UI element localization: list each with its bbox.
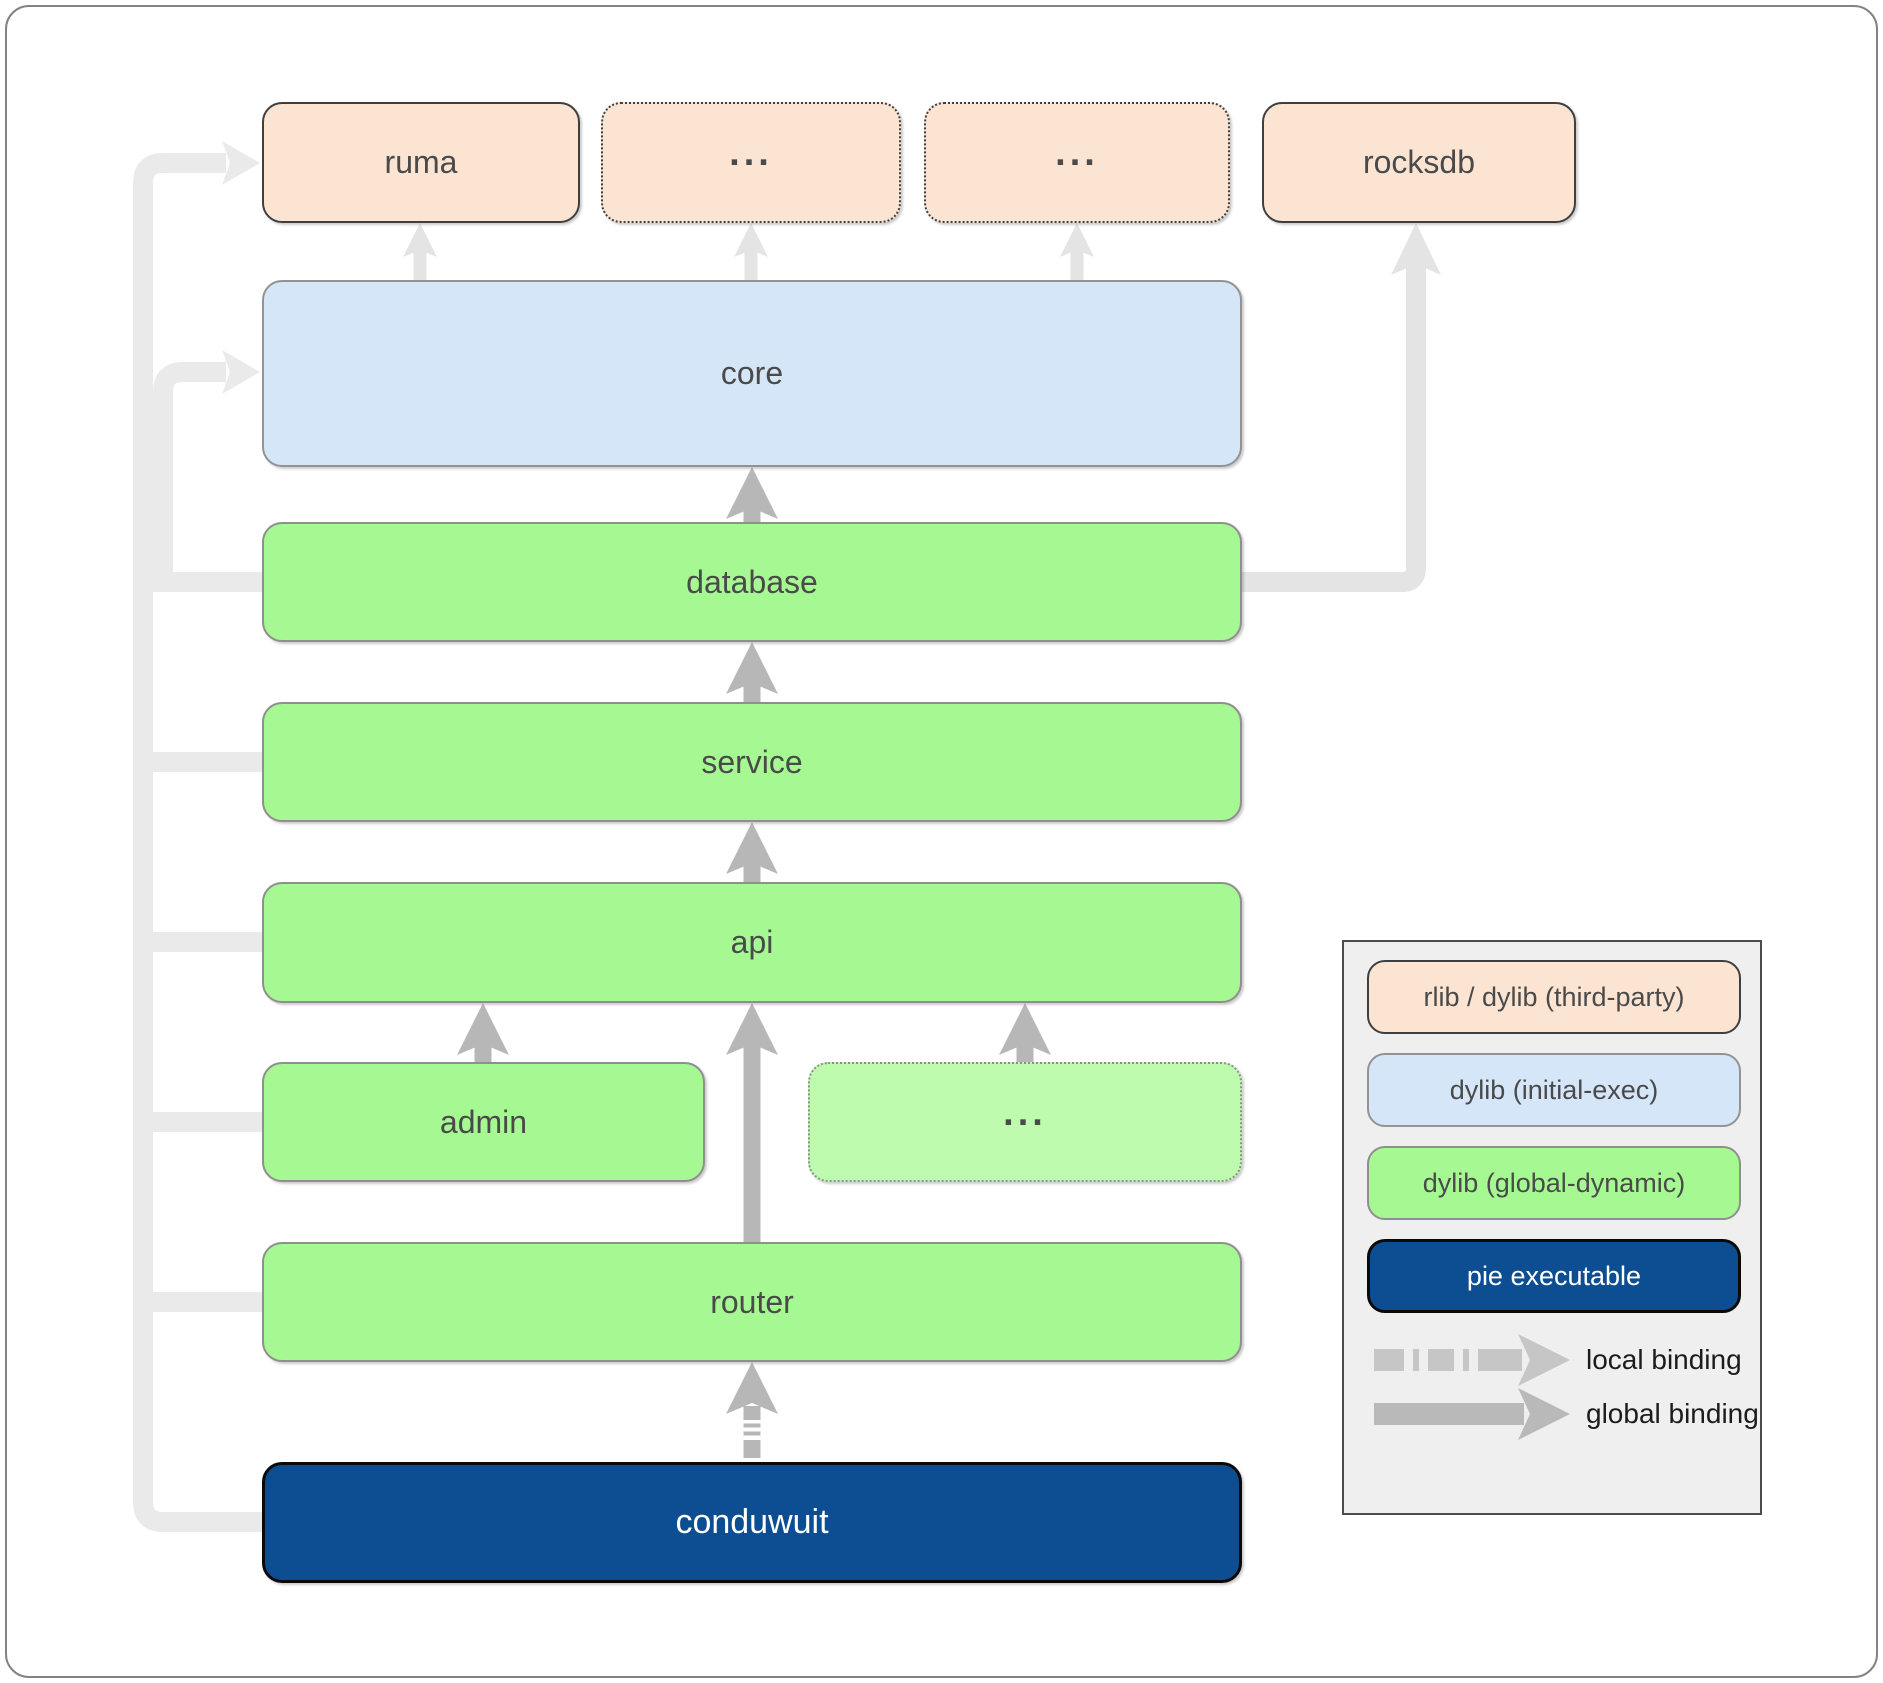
node-ellipsis-third-party-1: ... (601, 102, 901, 223)
node-core-label: core (720, 355, 784, 391)
node-conduwuit: conduwuit (262, 1462, 1242, 1583)
node-ellipsis2-label: ... (1055, 132, 1099, 174)
arrow-admin-to-api (457, 1003, 509, 1062)
local-binding-label: local binding (1586, 1344, 1742, 1375)
node-database-label: database (686, 563, 818, 600)
arrow-core-to-ruma (403, 223, 437, 280)
node-ellipsis1-label: ... (729, 132, 773, 174)
bus-conduwuit-to-ruma-arrow (133, 141, 262, 1532)
arrow-database-to-rocksdb (1242, 223, 1441, 592)
legend-item-third-party: rlib / dylib (third-party) (1367, 960, 1741, 1034)
arrow-conduwuit-to-router-local (726, 1362, 778, 1458)
node-service-label: service (701, 743, 803, 780)
node-router: router (262, 1242, 1242, 1362)
legend: rlib / dylib (third-party) dylib (initia… (1342, 940, 1762, 1515)
arrow-core-to-ellipsis2 (1060, 223, 1094, 280)
node-api: api (262, 882, 1242, 1003)
legend-item-pie-executable-label: pie executable (1466, 1260, 1642, 1291)
legend-item-pie-executable: pie executable (1367, 1239, 1741, 1313)
arrow-service-to-database (726, 642, 778, 702)
node-rocksdb-label: rocksdb (1362, 144, 1476, 180)
node-router-label: router (710, 1283, 794, 1320)
node-ruma-label: ruma (384, 144, 458, 180)
node-ellipsis-third-party-2: ... (924, 102, 1230, 223)
node-service: service (262, 702, 1242, 822)
bus-conduwuit-to-core-arrow (153, 350, 260, 592)
arrow-router-to-api (726, 1003, 778, 1242)
node-admin: admin (262, 1062, 705, 1182)
global-binding-label: global binding (1586, 1398, 1759, 1429)
node-rocksdb: rocksdb (1262, 102, 1576, 223)
legend-global-binding-row: global binding (1372, 1384, 1759, 1444)
bus-stubs (143, 572, 262, 1312)
node-conduwuit-label: conduwuit (675, 1503, 829, 1541)
arrow-api-to-service (726, 822, 778, 882)
arrow-database-to-core (726, 467, 778, 522)
node-ellipsis-dylib: ... (808, 1062, 1242, 1182)
local-binding-arrow-icon (1374, 1334, 1570, 1386)
legend-item-initial-exec: dylib (initial-exec) (1367, 1053, 1741, 1127)
node-admin-label: admin (439, 1103, 528, 1140)
diagram-outer-frame (5, 5, 1878, 1678)
legend-item-initial-exec-label: dylib (initial-exec) (1449, 1074, 1659, 1105)
node-ruma: ruma (262, 102, 580, 223)
legend-item-third-party-label: rlib / dylib (third-party) (1423, 981, 1685, 1012)
node-api-label: api (730, 924, 774, 960)
arrow-ellipsis3-to-api (999, 1003, 1051, 1062)
node-core: core (262, 280, 1242, 467)
global-binding-arrow-icon (1374, 1388, 1570, 1440)
legend-item-global-dynamic-label: dylib (global-dynamic) (1422, 1167, 1686, 1198)
arrow-core-to-ellipsis1 (734, 223, 768, 280)
node-ellipsis3-label: ... (1003, 1091, 1047, 1134)
legend-local-binding-row: local binding (1372, 1330, 1742, 1390)
node-database: database (262, 522, 1242, 642)
legend-item-global-dynamic: dylib (global-dynamic) (1367, 1146, 1741, 1220)
